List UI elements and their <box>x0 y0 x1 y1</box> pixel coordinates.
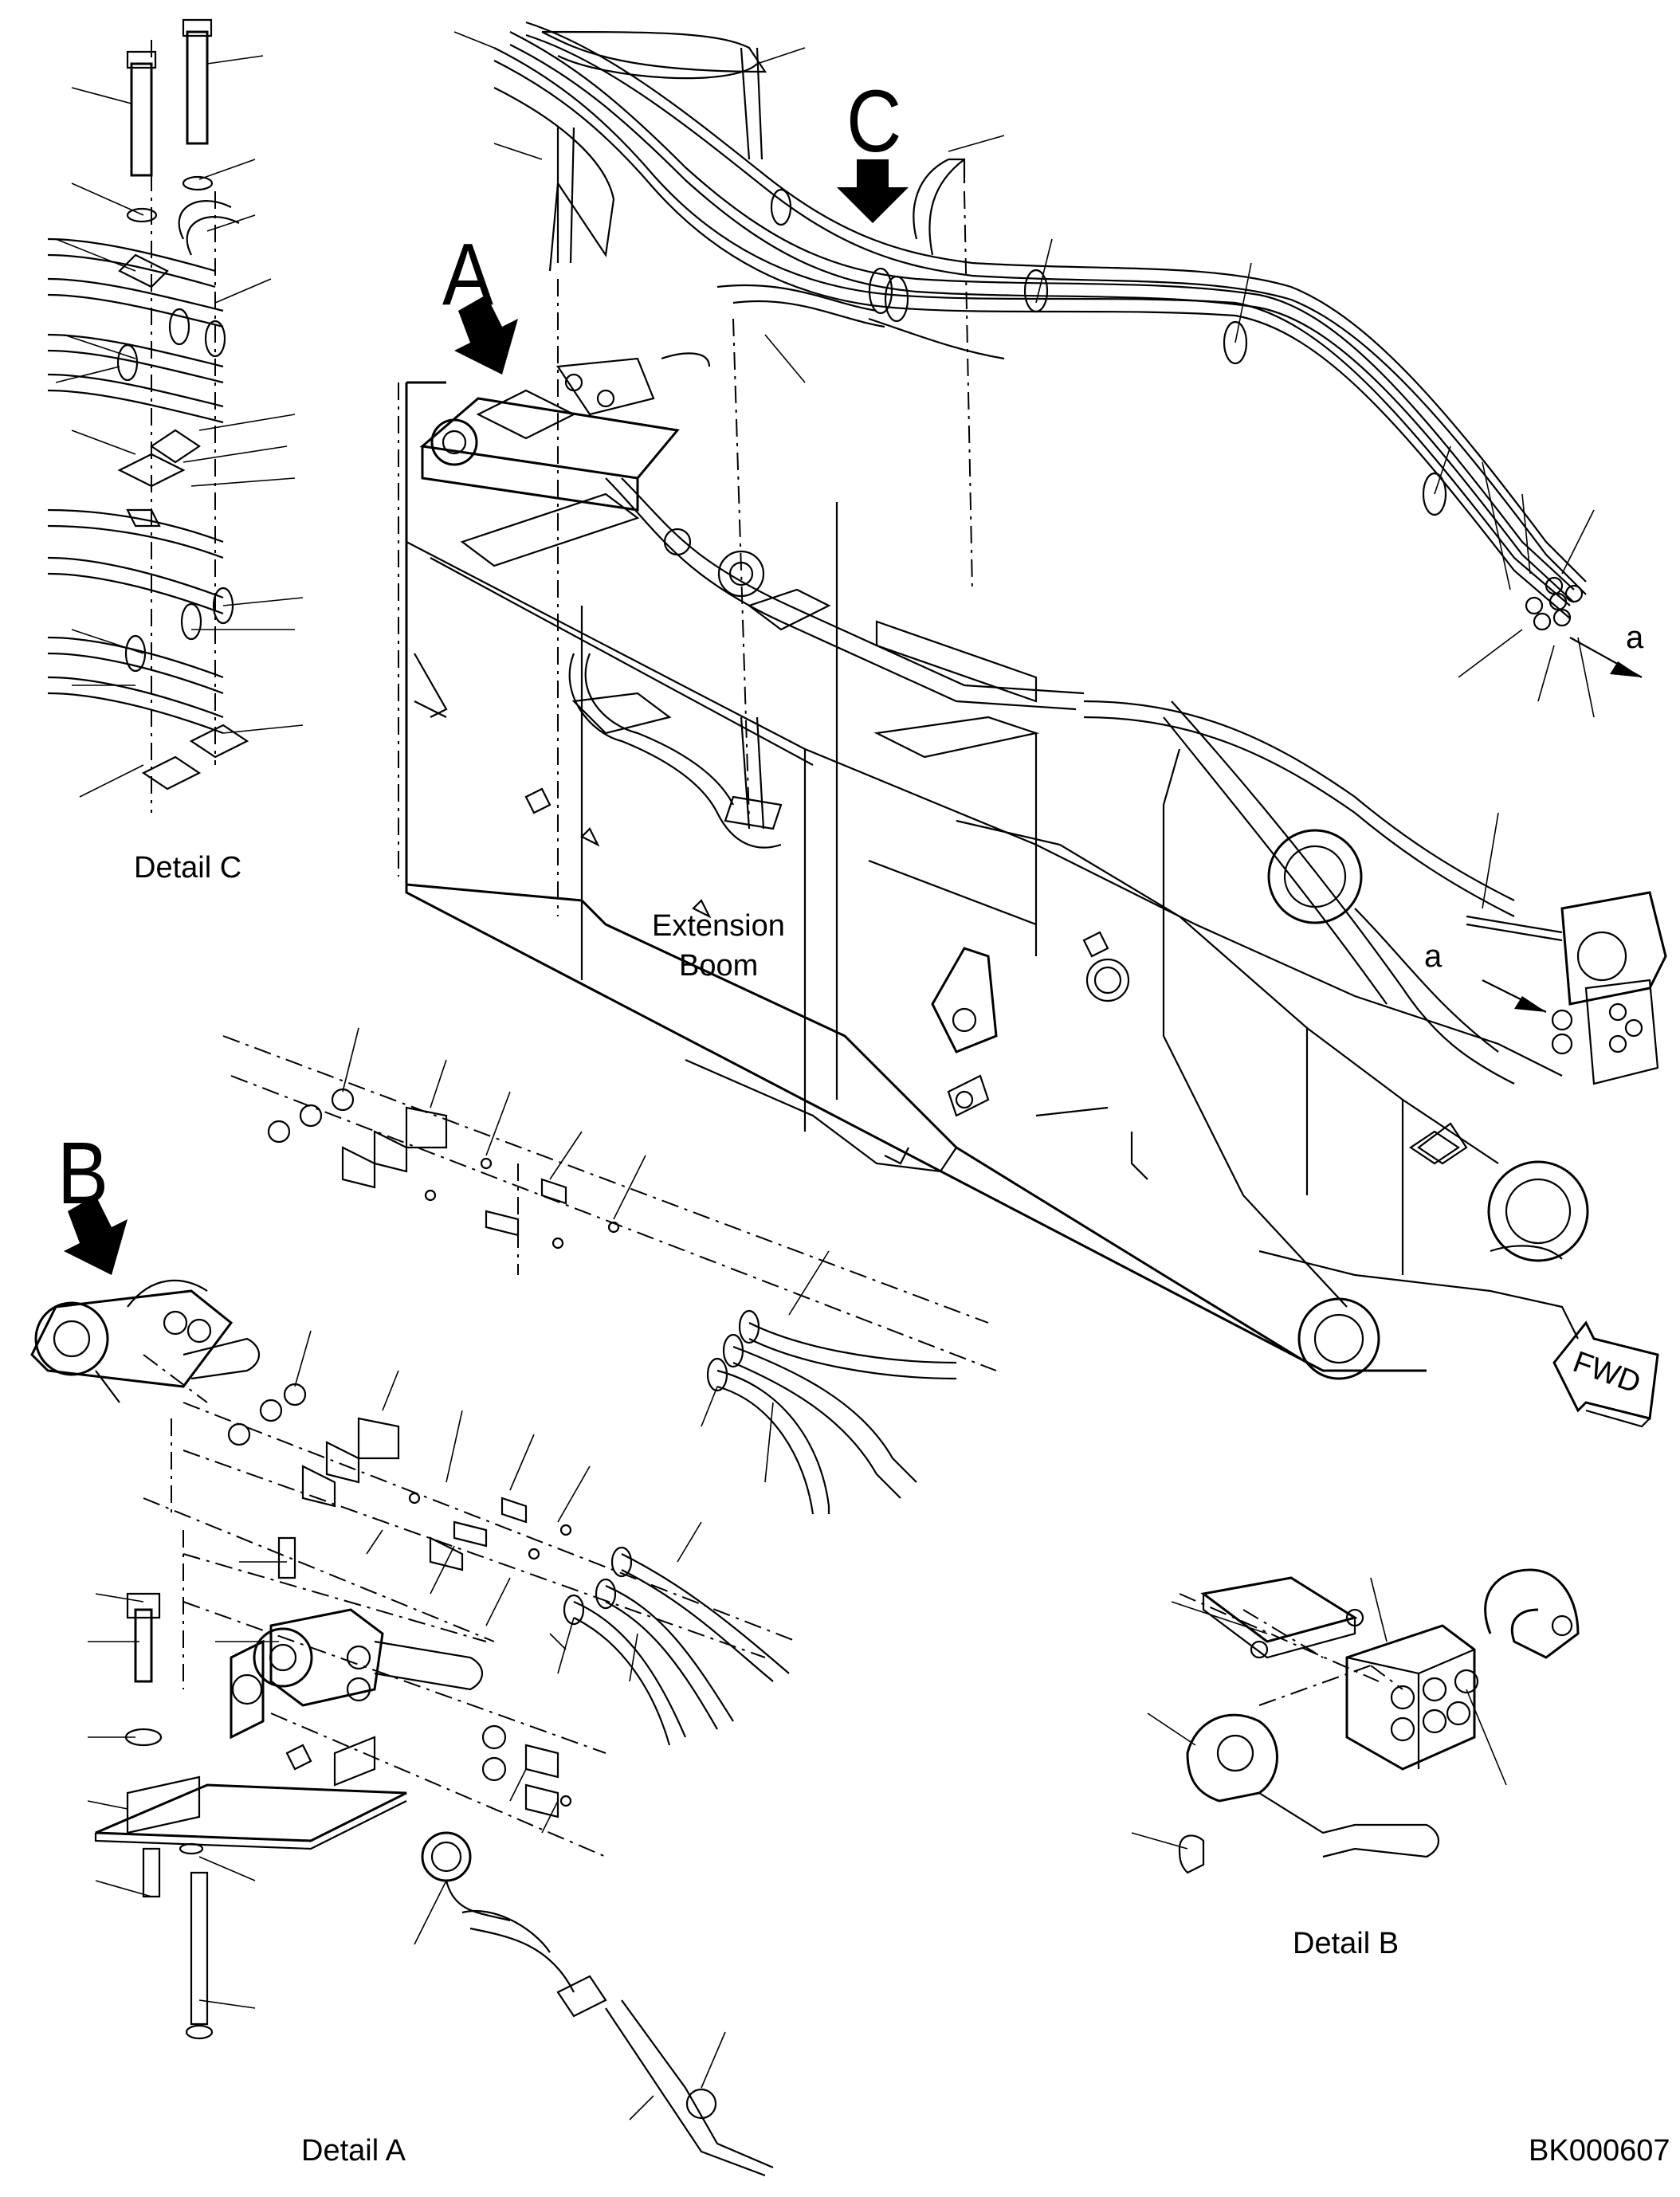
projection-lines <box>143 40 1403 1858</box>
lower-valve <box>1466 812 1667 1085</box>
detail-b-caption: Detail B <box>1293 1927 1399 1960</box>
view-arrow-b <box>64 1195 128 1275</box>
drawing-number: BK000607 <box>1529 2134 1670 2168</box>
connection-mark-a-lower: a <box>1424 939 1443 974</box>
valve-assembly-b <box>30 1279 260 1403</box>
detail-a-hardware <box>87 1536 774 2177</box>
boom-label: Boom <box>679 949 759 983</box>
detail-c-caption: Detail C <box>134 851 242 885</box>
connection-mark-a-upper: a <box>1626 620 1644 655</box>
extension-boom <box>405 381 1589 1380</box>
view-arrows <box>64 159 909 1275</box>
control-block-mount <box>419 352 1515 917</box>
view-arrow-c <box>837 159 909 223</box>
view-label-b: B <box>57 1124 109 1223</box>
detail-a-caption: Detail A <box>301 2134 406 2168</box>
view-label-c: C <box>846 73 902 171</box>
detail-c-hardware <box>47 18 304 798</box>
fwd-arrow <box>1552 1320 1659 1428</box>
detail-b-hardware <box>1131 1568 1580 1874</box>
view-arrow-a <box>454 295 518 375</box>
hose-bundle <box>453 21 1643 718</box>
extension-label: Extension <box>652 909 785 943</box>
fitting-rows <box>227 1027 957 1746</box>
view-label-a: A <box>442 226 494 324</box>
